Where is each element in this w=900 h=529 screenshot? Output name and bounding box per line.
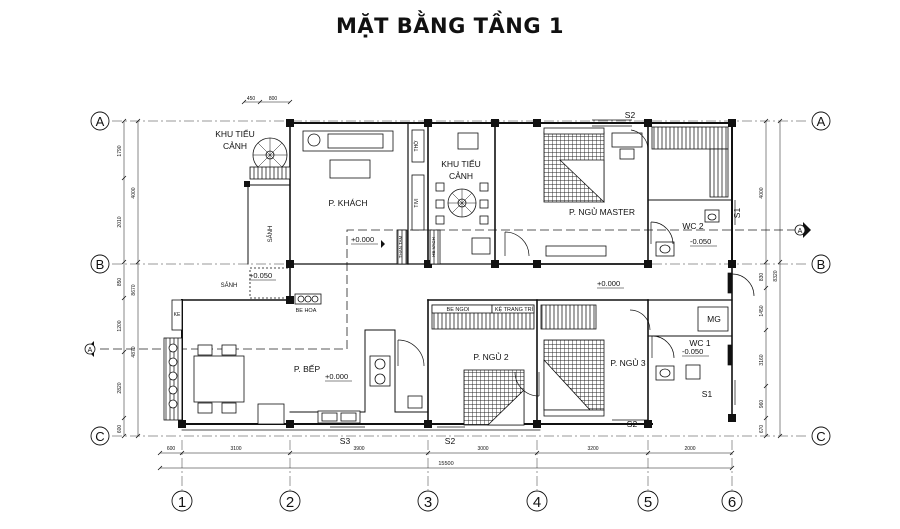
grid-label-a-right: A [817,114,826,129]
dim-bottom-5: 2000 [684,446,695,452]
level-sanh: +0.050 [249,271,272,280]
dim-bottom-3: 3000 [477,446,488,452]
grid-bubble-c-left [90,426,110,446]
grid-label-c-right: C [816,429,825,444]
label-mg: MG [707,314,721,324]
dimension-texts: 600 3100 3900 3000 3200 2000 15500 1790 … [117,96,779,467]
grid-label-2: 2 [286,494,294,511]
label-tho: THỜ [413,140,420,152]
grid-bubble-labels: A B C A B C 1 2 3 4 5 6 [95,114,825,511]
grid-bubble-6 [721,490,743,512]
dimension-lines [123,101,781,469]
dim-left-8: 600 [117,425,123,434]
dim-left-6: 4870 [131,346,137,357]
dim-left-4: 8670 [131,284,137,295]
dim-left-1: 2010 [117,216,123,227]
dim-right-4: 3160 [759,354,765,365]
dim-right-6: 670 [759,425,765,434]
dim-right-5: 960 [759,400,765,409]
label-p-ngu-3: P. NGỦ 3 [610,357,646,368]
label-be-ngoi: BE NGOI [447,307,470,313]
dimension-ticks [121,99,783,471]
dim-left-7: 2820 [117,382,123,393]
level-marks: +0.000 +0.050 +0.000 +0.000 -0.050 -0.05… [249,235,717,382]
doors [397,129,755,397]
label-khu-tieu-canh-2a: KHU TIỂU [441,158,481,169]
level-wc2: -0.050 [690,237,711,246]
label-p-khach: P. KHÁCH [328,198,367,208]
label-ke-trang-tri: KỆ TRANG TRÍ [495,305,534,313]
label-khu-tieu-canh-2b: CẢNH [449,170,473,181]
level-wc1: -0.050 [682,347,703,356]
grid-label-c-left: C [95,429,104,444]
dim-bottom-2: 3900 [353,446,364,452]
dim-top-1: 800 [269,96,278,102]
dim-left-2: 4000 [131,187,137,198]
grid-bubble-b-right [811,254,831,274]
grid-label-4: 4 [533,494,541,511]
columns [178,119,736,428]
grid-label-a-left: A [96,114,105,129]
label-wc2: WC 2 [682,221,704,231]
grid-bubble-3 [417,490,439,512]
label-p-bep: P. BẾP [294,364,321,374]
section-mark-right: A [798,228,803,235]
dim-right-0: 4000 [759,187,765,198]
grid-bubble-a-right [811,111,831,131]
level-bep: +0.000 [325,372,348,381]
label-p-ngu-master: P. NGỦ MASTER [569,206,635,217]
grid-bubble-1 [171,490,193,512]
dim-right-3: 1450 [759,305,765,316]
drawing-title: MẶT BẰNG TẦNG 1 [336,14,564,38]
grid-label-6: 6 [728,494,736,511]
furniture [163,126,729,426]
label-than-tam: THAN TAM [398,235,403,258]
label-wc1: WC 1 [689,338,711,348]
label-tivi: TIVI [414,198,420,207]
marker-s1-wc: S1 [702,389,713,399]
grid-bubbles [90,111,831,512]
marker-s3: S3 [340,436,351,446]
label-p-ngu-2: P. NGỦ 2 [473,351,509,362]
grid-bubble-b-left [90,254,110,274]
marker-s2-top: S2 [625,110,636,120]
grid-bubble-c-right [811,426,831,446]
level-khach: +0.000 [351,235,374,244]
windows [330,119,736,428]
dim-top-0: 450 [247,96,256,102]
label-khu-tieu-canh-1b: CẢNH [223,140,247,151]
marker-s1-right: S1 [732,208,742,219]
opening-markers: S2 S1 S1 S3 S2 S2 [340,110,742,446]
dim-bottom-1: 3100 [230,446,241,452]
dim-right-2: 8320 [773,270,779,281]
dim-left-5: 1200 [117,320,123,331]
label-khu-tieu-canh-1a: KHU TIỂU [215,128,255,139]
label-he-vach: HE VACH [431,237,436,257]
level-hall: +0.000 [597,279,620,288]
grid-label-1: 1 [178,494,186,511]
dim-total: 15500 [438,461,453,467]
grid-bubble-a-left [90,111,110,131]
dim-right-1: 830 [759,273,765,282]
grid-bubble-4 [526,490,548,512]
grid-label-b-right: B [817,257,826,272]
label-be-hoa: BE HOA [296,308,317,314]
label-ke: KE [174,312,181,318]
grid-bubble-2 [279,490,301,512]
room-labels: KHU TIỂU CẢNH KHU TIỂU CẢNH P. KHÁCH P. … [174,128,721,374]
grid-label-5: 5 [644,494,652,511]
grid-bubble-5 [637,490,659,512]
marker-s2-bottom-right: S2 [627,419,638,429]
label-sanh-vertical: SẢNH [267,226,274,243]
marker-s2-bottom-mid: S2 [445,436,456,446]
grid-label-b-left: B [96,257,105,272]
dim-left-3: 850 [117,278,123,287]
label-sanh-horizontal: SẢNH [221,282,238,289]
section-mark-left: A [88,347,93,354]
dim-bottom-4: 3200 [587,446,598,452]
dim-bottom-0: 600 [167,446,176,452]
grid-label-3: 3 [424,494,432,511]
dim-left-0: 1790 [117,145,123,156]
